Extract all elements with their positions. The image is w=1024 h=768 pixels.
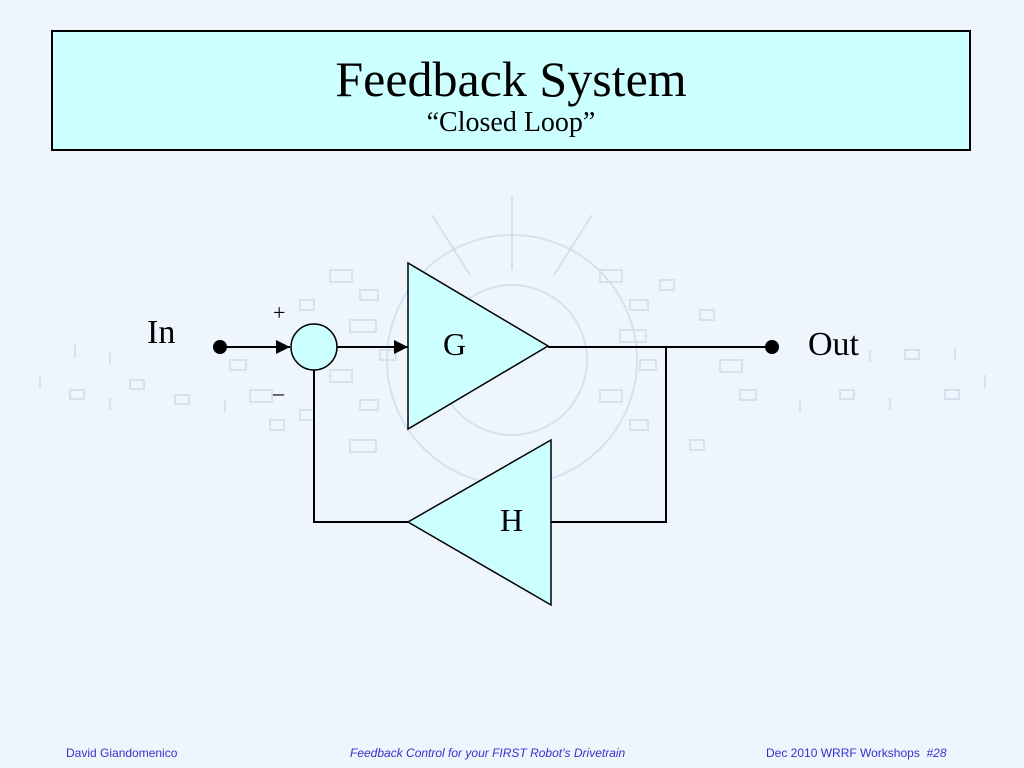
g-block [407,261,550,431]
footer-author: David Giandomenico [66,746,178,760]
slide-title: Feedback System [335,51,687,107]
plus-sign: + [273,300,285,325]
output-label: Out [808,326,860,363]
title-box: Feedback System “Closed Loop” [51,30,971,151]
output-terminal [765,340,779,354]
slide-subtitle: “Closed Loop” [426,107,596,138]
feedback-wire-right [551,347,667,523]
h-block-label: H [500,502,523,538]
minus-sign: – [272,380,285,405]
footer-event: Dec 2010 WRRF Workshops #28 [766,746,947,760]
h-block [406,438,552,607]
g-block-label: G [443,326,466,362]
footer-presentation-title: Feedback Control for your FIRST Robot’s … [350,746,626,760]
input-label: In [147,314,175,351]
page-number: #28 [926,746,947,760]
feedback-wire-left [313,370,408,523]
footer-event-label: Dec 2010 WRRF Workshops [766,746,920,760]
summing-junction [290,323,338,371]
